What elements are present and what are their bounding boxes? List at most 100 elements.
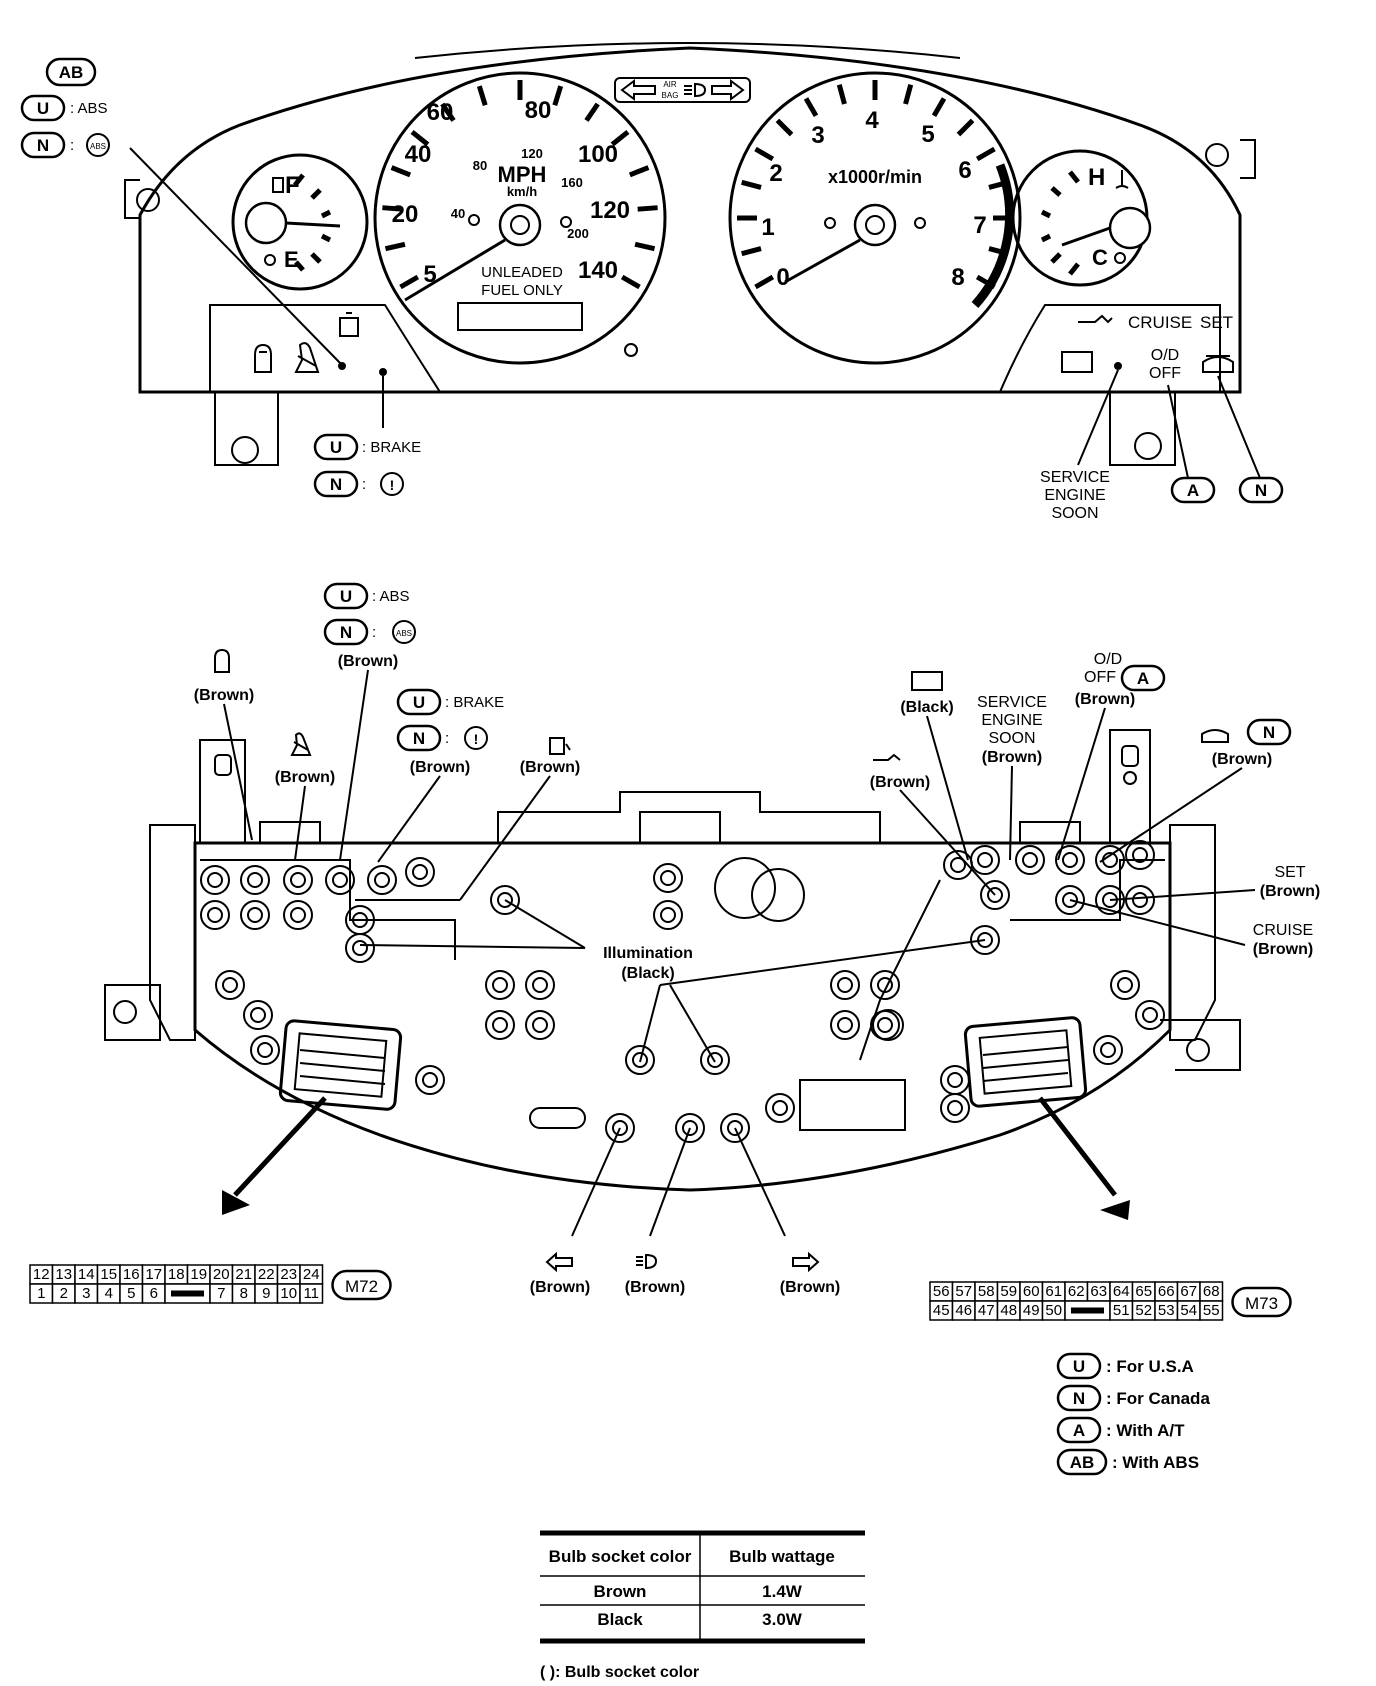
- od-color-label: (Brown): [1075, 691, 1135, 708]
- mount-hole-icon: [1134, 432, 1162, 460]
- pin-number: 67: [1180, 1283, 1197, 1300]
- coolant-temp-icon: [1115, 170, 1129, 189]
- socket-screw-icon: [837, 1017, 853, 1033]
- legend-badge-letter: A: [1073, 1421, 1085, 1440]
- u-abs-text: : ABS: [70, 100, 108, 117]
- fuel-pump-icon: [272, 177, 284, 193]
- socket-screw-icon: [352, 940, 368, 956]
- pin-number: 20: [213, 1266, 230, 1283]
- oil-pressure-icon: [1078, 314, 1113, 324]
- bulb-socket: [525, 1010, 555, 1040]
- socket-screw-icon: [412, 864, 428, 880]
- socket-screw-icon: [947, 1100, 963, 1116]
- socket-screw-icon: [222, 977, 238, 993]
- gauge-tick: [754, 146, 775, 162]
- arrow-to-m73-icon: [1100, 1200, 1130, 1220]
- fuel-f: F: [285, 172, 300, 199]
- airbag-line1: AIR: [663, 80, 677, 89]
- bulb-socket: [243, 1000, 273, 1030]
- airbag-line2: BAG: [662, 91, 679, 100]
- speed-zero: 5: [423, 261, 436, 288]
- gauge-tick: [620, 274, 641, 290]
- gauge-tick: [975, 146, 996, 162]
- speed-120: 120: [590, 197, 630, 224]
- socket-screw-icon: [660, 907, 676, 923]
- service-line1: SERVICE: [1040, 469, 1110, 486]
- n-abs-text: :: [70, 137, 74, 154]
- bulb-socket: [1125, 840, 1155, 870]
- battery-warning-icon: [911, 671, 943, 691]
- temp-c: C: [1092, 245, 1108, 270]
- u-badge: U: [37, 99, 49, 118]
- gauge-tick: [803, 97, 819, 118]
- bulb-socket: [525, 970, 555, 1000]
- pin-number: 16: [123, 1266, 140, 1283]
- temp-h: H: [1088, 164, 1105, 191]
- n-badge: N: [1255, 481, 1267, 500]
- pin-number: 4: [105, 1285, 113, 1302]
- tach-2: 2: [769, 160, 782, 187]
- bulb-socket: [367, 865, 397, 895]
- socket-screw-icon: [497, 892, 513, 908]
- seatbelt-warning-icon: [294, 342, 320, 373]
- bulb-socket: [970, 845, 1000, 875]
- speed-80: 80: [525, 97, 552, 124]
- rear-bottom-labels: Illumination (Black) (Brown) (Brown) (Br…: [530, 945, 840, 1296]
- kmh-80: 80: [473, 158, 487, 173]
- bulb-socket: [830, 1010, 860, 1040]
- right-turn-arrow-icon: [711, 79, 745, 101]
- bulb-socket: [653, 900, 683, 930]
- pin-number: 6: [150, 1285, 158, 1302]
- speed-needle: [404, 238, 506, 302]
- arrow-to-m72-icon: [222, 1190, 250, 1215]
- bulb-socket: [765, 1093, 795, 1123]
- pin-number: 3: [82, 1285, 90, 1302]
- service-line3: SOON: [1051, 505, 1098, 522]
- front-callouts: SERVICE ENGINE SOON A N U : BRAKE N : !: [313, 369, 1284, 522]
- kmh-160: 160: [561, 175, 583, 190]
- speed-60: 60: [427, 99, 454, 126]
- socket-screw-icon: [290, 907, 306, 923]
- socket-screw-icon: [332, 872, 348, 888]
- tach-1: 1: [761, 214, 774, 241]
- tach-5: 5: [921, 121, 934, 148]
- pin-number: 10: [280, 1285, 297, 1302]
- pin-number: 50: [1045, 1302, 1062, 1319]
- bulb-socket: [325, 865, 355, 895]
- washer-fluid-icon: [1202, 355, 1234, 373]
- top-legend: AB U : ABS N : ABS: [20, 57, 343, 366]
- gauge-tick: [836, 84, 847, 105]
- pin-number: 64: [1113, 1283, 1130, 1300]
- cluster-rear-pcb: [104, 729, 1241, 1192]
- speed-100: 100: [578, 141, 618, 168]
- rear-od-badge: A: [1137, 669, 1149, 688]
- legend-text: : With A/T: [1106, 1421, 1185, 1440]
- a-badge: A: [1187, 481, 1199, 500]
- fuel-color-label: (Brown): [520, 759, 580, 776]
- pin-number: 12: [33, 1266, 50, 1283]
- rear-n-brake-text: :: [445, 730, 449, 747]
- pin-number: 47: [978, 1302, 995, 1319]
- legend-badge: [1056, 1448, 1108, 1476]
- socket-screw-icon: [877, 977, 893, 993]
- unleaded-line2: FUEL ONLY: [481, 282, 563, 299]
- legend-badge-letter: AB: [1070, 1453, 1095, 1472]
- gauge-tick: [584, 102, 600, 122]
- pin-number: 66: [1158, 1283, 1175, 1300]
- bulb-socket: [200, 900, 230, 930]
- kmh-120: 120: [521, 146, 543, 161]
- battery-warning-icon: [1061, 351, 1093, 373]
- gauge-tick: [903, 84, 914, 105]
- socket-screw-icon: [977, 852, 993, 868]
- gauge-tick: [410, 130, 430, 147]
- turn-airbag-indicator: AIR BAG: [614, 77, 751, 103]
- tach-8: 8: [951, 264, 964, 291]
- bulb-socket: [1015, 845, 1045, 875]
- socket-screw-icon: [987, 887, 1003, 903]
- pin-number: 13: [55, 1266, 72, 1283]
- connector-badge: [1231, 1286, 1292, 1318]
- gauge-tick: [382, 205, 403, 212]
- left-turn-color-label: (Brown): [530, 1279, 590, 1296]
- rear-service-line3: SOON: [988, 730, 1035, 747]
- bulb-row2-color: Black: [597, 1610, 643, 1629]
